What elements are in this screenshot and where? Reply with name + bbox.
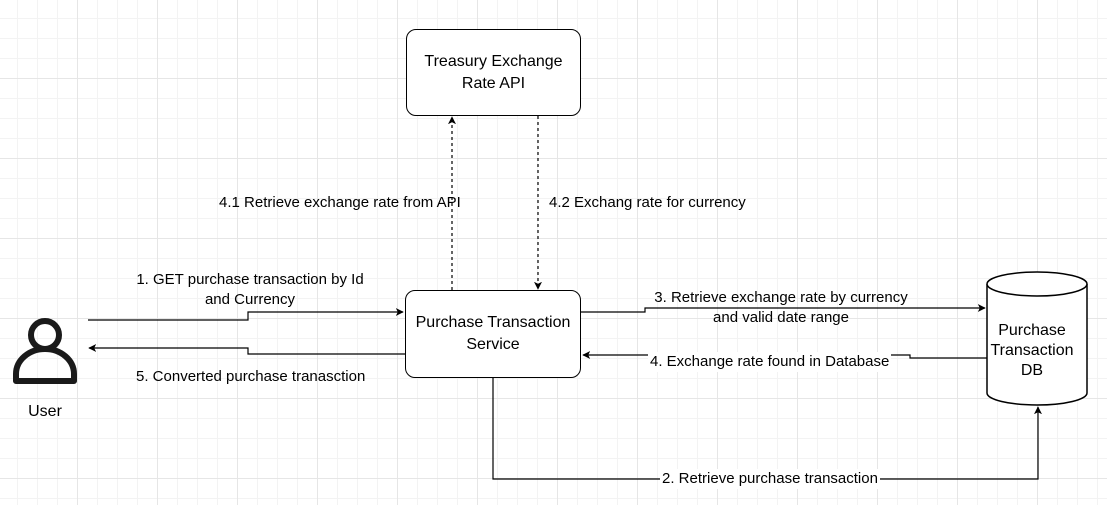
edge-3-line — [580, 304, 986, 313]
edge-1-line — [88, 308, 404, 321]
service-node: Purchase Transaction Service — [405, 290, 581, 378]
edge-4-label: 4. Exchange rate found in Database — [648, 352, 892, 372]
edge-5-line — [88, 344, 407, 355]
edge-2-label: 2. Retrieve purchase transaction — [660, 469, 880, 489]
db-label: Purchase Transaction DB — [990, 322, 1074, 379]
user-icon — [13, 318, 77, 384]
edge-1-label: 1. GET purchase transaction by Id and Cu… — [136, 271, 364, 308]
treasury-api-node: Treasury Exchange Rate API — [406, 29, 581, 116]
edge-5-label: 5. Converted purchase tranasction — [136, 368, 366, 385]
database-cylinder — [986, 271, 1088, 406]
edge-3-label: 3. Retrieve exchange rate by currency an… — [654, 289, 908, 326]
edge-4-2-label: 4.2 Exchang rate for currency — [549, 194, 746, 211]
user-label: User — [28, 403, 62, 420]
service-label: Purchase Transaction Service — [415, 314, 571, 353]
treasury-api-label: Treasury Exchange Rate API — [424, 52, 563, 92]
edge-4-1-label: 4.1 Retrieve exchange rate from API — [219, 194, 461, 211]
edge-2-line — [492, 377, 1042, 480]
